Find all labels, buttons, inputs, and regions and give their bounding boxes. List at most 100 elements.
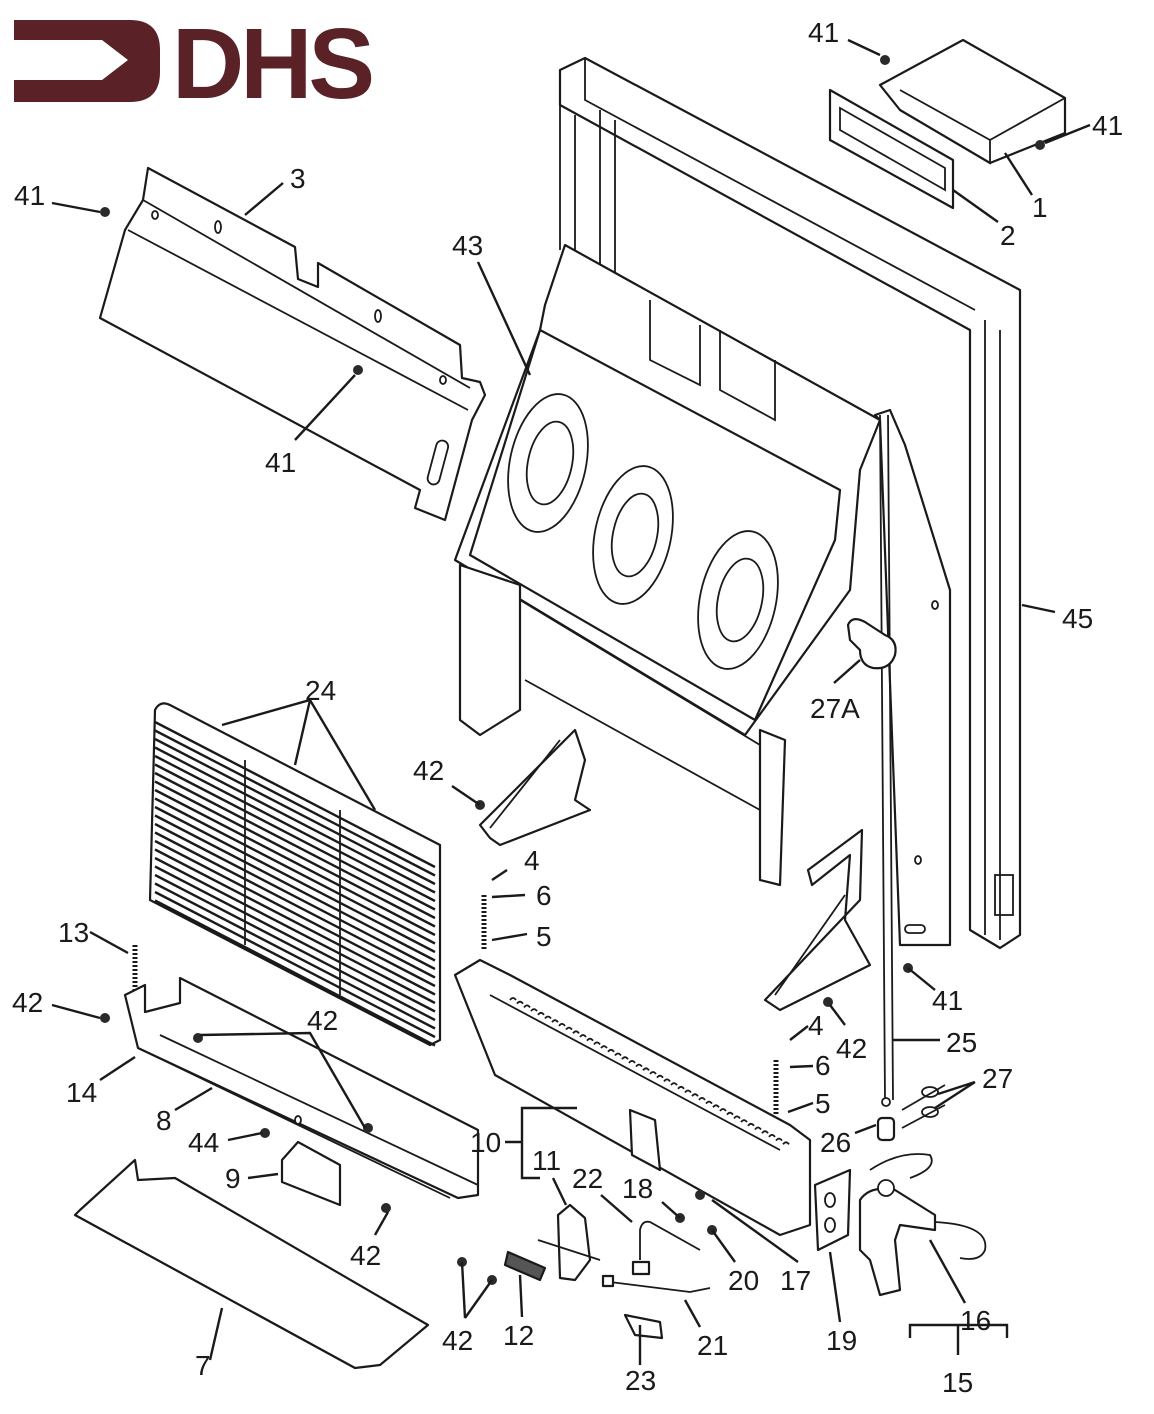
callout-2: 2 bbox=[1000, 220, 1016, 251]
burner-port bbox=[509, 997, 517, 1001]
callout-19: 19 bbox=[826, 1325, 857, 1356]
callout-14: 14 bbox=[66, 1077, 97, 1108]
part-22-tube bbox=[631, 1220, 701, 1276]
grille-louver bbox=[154, 805, 436, 954]
burner-port bbox=[663, 1078, 671, 1082]
burner-port bbox=[523, 1004, 531, 1008]
part-9-bracket bbox=[280, 1140, 342, 1207]
callout-1: 1 bbox=[1032, 192, 1048, 223]
grille-louver bbox=[154, 763, 436, 911]
burner-port bbox=[747, 1122, 755, 1127]
grille-louver bbox=[154, 720, 436, 869]
callout-41: 41 bbox=[808, 17, 839, 48]
callout-41: 41 bbox=[1092, 110, 1123, 141]
part-3-top-deflector bbox=[98, 166, 487, 522]
burner-port bbox=[656, 1074, 664, 1079]
burner-port bbox=[740, 1119, 748, 1123]
callout-41: 41 bbox=[14, 180, 45, 211]
callout-labels: 41 41 1 2 41 3 43 41 45 27A 24 42 4 6 5 … bbox=[12, 17, 1123, 1398]
grille-louver bbox=[154, 771, 436, 920]
callout-7: 7 bbox=[195, 1350, 211, 1381]
screw-icon bbox=[381, 1203, 391, 1213]
burner-port bbox=[712, 1104, 720, 1108]
part-24-grilles bbox=[148, 702, 442, 1047]
grille-louver bbox=[154, 899, 436, 1047]
burner-port bbox=[719, 1108, 727, 1112]
part-23-tee-fitting bbox=[623, 1313, 664, 1340]
grille-louver bbox=[154, 848, 436, 996]
part-19-gasket-plate bbox=[813, 1168, 852, 1252]
burner-port bbox=[614, 1052, 622, 1057]
part-43-heat-exchanger bbox=[453, 243, 882, 887]
grille-louver bbox=[154, 788, 436, 937]
callout-41: 41 bbox=[265, 447, 296, 478]
callout-43: 43 bbox=[452, 230, 483, 261]
left-bracket bbox=[478, 728, 592, 847]
callout-5: 5 bbox=[536, 921, 552, 952]
callout-18: 18 bbox=[622, 1173, 653, 1204]
burner-port bbox=[516, 1000, 524, 1005]
burner-port bbox=[698, 1097, 706, 1101]
part-21-tube bbox=[601, 1274, 711, 1293]
burner-port bbox=[691, 1093, 699, 1097]
burner-port bbox=[649, 1071, 657, 1075]
grille-louver bbox=[154, 856, 436, 1005]
burner-port bbox=[775, 1137, 783, 1142]
grille-louver bbox=[154, 890, 436, 1039]
burner-port bbox=[530, 1008, 538, 1012]
callout-42: 42 bbox=[307, 1005, 338, 1036]
callout-4: 4 bbox=[808, 1010, 824, 1041]
callout-12: 12 bbox=[503, 1320, 534, 1351]
callout-8: 8 bbox=[156, 1105, 172, 1136]
burner-port bbox=[761, 1130, 769, 1134]
screw-icon bbox=[100, 1013, 110, 1023]
grille-louver bbox=[154, 754, 436, 903]
fasteners bbox=[100, 55, 1045, 1285]
burner-port bbox=[551, 1019, 559, 1023]
part-25-control-rod bbox=[879, 414, 894, 1107]
callout-15: 15 bbox=[942, 1367, 973, 1398]
burner-port bbox=[628, 1060, 636, 1064]
burner-port bbox=[684, 1089, 692, 1094]
grille-louver bbox=[154, 865, 436, 1013]
burner-port bbox=[782, 1141, 790, 1145]
dhs-logo: DHS bbox=[10, 10, 380, 114]
screw-icon bbox=[695, 1190, 705, 1200]
grille-louver bbox=[154, 822, 436, 971]
grille-louver bbox=[154, 780, 436, 928]
callout-9: 9 bbox=[225, 1163, 241, 1194]
burner-port bbox=[600, 1045, 608, 1049]
callout-27a: 27A bbox=[810, 693, 860, 724]
callout-42: 42 bbox=[442, 1325, 473, 1356]
screw-icon bbox=[880, 55, 890, 65]
burner-port bbox=[558, 1023, 566, 1027]
screw-icon bbox=[353, 365, 363, 375]
right-bracket bbox=[763, 828, 872, 1012]
callout-25: 25 bbox=[946, 1027, 977, 1058]
callout-6: 6 bbox=[815, 1050, 831, 1081]
burner-port bbox=[607, 1048, 615, 1053]
burner-port bbox=[537, 1011, 545, 1016]
callout-24: 24 bbox=[305, 675, 336, 706]
grille-louver bbox=[154, 746, 436, 894]
callout-23: 23 bbox=[625, 1365, 656, 1396]
part-15-gas-valve bbox=[858, 1153, 987, 1297]
callout-20: 20 bbox=[728, 1265, 759, 1296]
burner-port bbox=[572, 1030, 580, 1034]
burner-port bbox=[670, 1082, 678, 1086]
callout-3: 3 bbox=[290, 163, 306, 194]
burner-port bbox=[677, 1085, 685, 1090]
part-8-front-rail bbox=[123, 976, 480, 1200]
burner-port bbox=[593, 1041, 601, 1045]
callout-22: 22 bbox=[572, 1163, 603, 1194]
screw-icon bbox=[1035, 140, 1045, 150]
burner-port bbox=[733, 1115, 741, 1119]
grille-louver bbox=[154, 882, 436, 1030]
grille-louver bbox=[154, 839, 436, 988]
callout-45: 45 bbox=[1062, 603, 1093, 634]
burner-port bbox=[579, 1034, 587, 1038]
callout-42: 42 bbox=[12, 987, 43, 1018]
callout-10: 10 bbox=[470, 1127, 501, 1158]
callout-11: 11 bbox=[532, 1145, 561, 1176]
